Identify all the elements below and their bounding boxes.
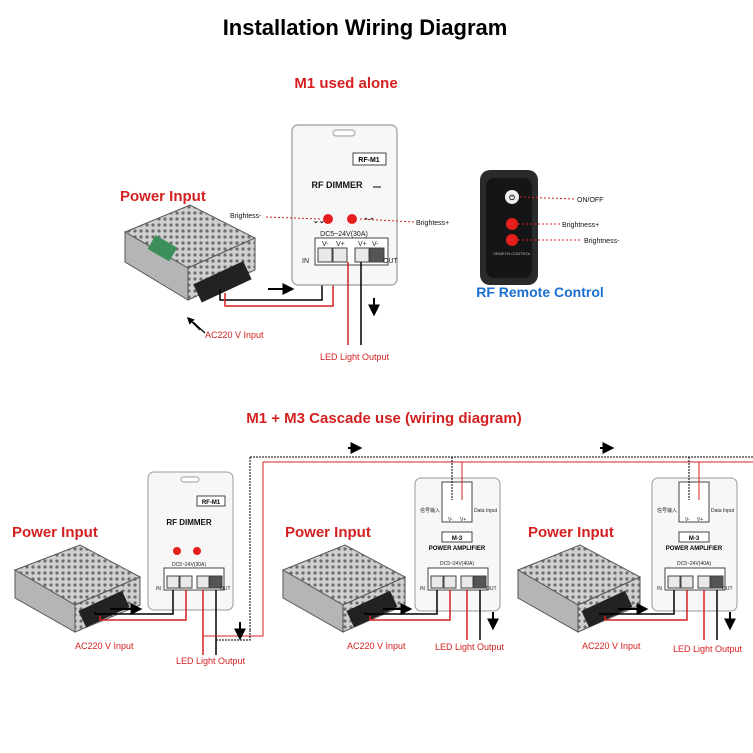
led-output-label: LED Light Output bbox=[673, 644, 743, 654]
page-title: Installation Wiring Diagram bbox=[223, 15, 508, 40]
power-supply-unit bbox=[123, 204, 257, 303]
ac-input-label: AC220 V Input bbox=[75, 641, 134, 651]
m3-name-label: POWER AMPLIFIER bbox=[429, 546, 486, 552]
in-label: IN bbox=[156, 586, 161, 592]
power-input-label: Power Input bbox=[285, 524, 371, 541]
signal-input-label: 信号输入 bbox=[657, 507, 677, 514]
out-label: OUT bbox=[383, 258, 399, 265]
power-icon: ⏻ bbox=[509, 194, 515, 202]
power-supply-unit bbox=[516, 544, 642, 633]
in-label: IN bbox=[657, 586, 662, 592]
signal-input-label: 信号输入 bbox=[420, 507, 440, 514]
m1-rating-label: DC5~24V(30A) bbox=[172, 562, 206, 568]
rf-m1-dimmer: RF-M1 RF DIMMER DC5~24V(30A) IN OUT bbox=[147, 471, 234, 611]
m3-power-amplifier: 信号输入 Data Input V- V+ M-3 POWER AMPLIFIE… bbox=[651, 477, 738, 612]
out-label: OUT bbox=[220, 586, 231, 592]
brightness-plus-button[interactable] bbox=[193, 547, 201, 555]
sig-terminal-label: V+ bbox=[697, 517, 703, 523]
data-input-label: Data Input bbox=[474, 508, 498, 514]
m1-name-label: RF DIMMER bbox=[312, 180, 363, 190]
rf-m1-dimmer: RF-M1 RF DIMMER ⌄⌄ ⌃⌃ DC5~24V(30A) V- V+… bbox=[291, 124, 399, 286]
sig-terminal-label: V+ bbox=[460, 517, 466, 523]
m3-model-label: M-3 bbox=[452, 536, 463, 542]
remote-brightness-plus-label: Brightness+ bbox=[562, 222, 599, 229]
m3-model-label: M-3 bbox=[689, 536, 700, 542]
ac-input-label: AC220 V Input bbox=[582, 641, 641, 651]
ac-input-label: AC220 V Input bbox=[205, 330, 264, 340]
remote-brightness-minus-button[interactable] bbox=[506, 234, 518, 246]
in-label: IN bbox=[302, 258, 309, 265]
brightness-minus-label: Brightess- bbox=[230, 213, 262, 220]
m1-rating-label: DC5~24V(30A) bbox=[320, 231, 368, 238]
ac-input-label: AC220 V Input bbox=[347, 641, 406, 651]
terminal-label: V+ bbox=[358, 241, 367, 248]
section2-heading: M1 + M3 Cascade use (wiring diagram) bbox=[246, 410, 522, 427]
m1-model-label: RF-M1 bbox=[358, 157, 379, 164]
power-button[interactable] bbox=[505, 190, 519, 204]
power-input-label: Power Input bbox=[12, 524, 98, 541]
brightness-minus-button[interactable] bbox=[173, 547, 181, 555]
terminal-label: V- bbox=[372, 241, 379, 248]
remote-heading: RF Remote Control bbox=[476, 284, 604, 300]
led-output-label: LED Light Output bbox=[176, 656, 246, 666]
remote-onoff-label: ON/OFF bbox=[577, 197, 603, 204]
out-label: OUT bbox=[722, 586, 733, 592]
remote-brightness-plus-button[interactable] bbox=[506, 218, 518, 230]
m1-model-label: RF-M1 bbox=[202, 500, 221, 506]
in-label: IN bbox=[420, 586, 425, 592]
m3-power-amplifier: 信号输入 Data Input V- V+ M-3 POWER AMPLIFIE… bbox=[414, 477, 501, 612]
led-output-label: LED Light Output bbox=[435, 642, 505, 652]
sig-terminal-label: V- bbox=[448, 517, 453, 523]
power-input-label: Power Input bbox=[528, 524, 614, 541]
data-input-label: Data Input bbox=[711, 508, 735, 514]
sig-terminal-label: V- bbox=[685, 517, 690, 523]
terminal-label: V+ bbox=[336, 241, 345, 248]
power-supply-unit bbox=[13, 544, 142, 633]
brightness-plus-button[interactable] bbox=[347, 214, 357, 224]
led-output-label: LED Light Output bbox=[320, 352, 390, 362]
m3-rating-label: DC5~24V(40A) bbox=[440, 561, 474, 567]
m1-name-label: RF DIMMER bbox=[166, 518, 212, 527]
remote-brightness-minus-label: Brightness- bbox=[584, 238, 620, 245]
remote-brand: SEMKYN CONTROL bbox=[493, 251, 531, 256]
chevron-up-icon: ⌃⌃ bbox=[363, 217, 375, 225]
m3-name-label: POWER AMPLIFIER bbox=[666, 546, 723, 552]
m3-rating-label: DC5~24V(40A) bbox=[677, 561, 711, 567]
chevron-down-icon: ⌄⌄ bbox=[313, 218, 325, 225]
out-label: OUT bbox=[486, 586, 497, 592]
power-supply-unit bbox=[281, 544, 407, 633]
section1-heading: M1 used alone bbox=[294, 75, 397, 92]
power-input-label: Power Input bbox=[120, 188, 206, 205]
rf-remote-control: ⏻ SEMKYN CONTROL bbox=[480, 170, 538, 285]
terminal-label: V- bbox=[322, 241, 329, 248]
brightness-plus-label: Brightess+ bbox=[416, 220, 449, 227]
brightness-minus-button[interactable] bbox=[323, 214, 333, 224]
